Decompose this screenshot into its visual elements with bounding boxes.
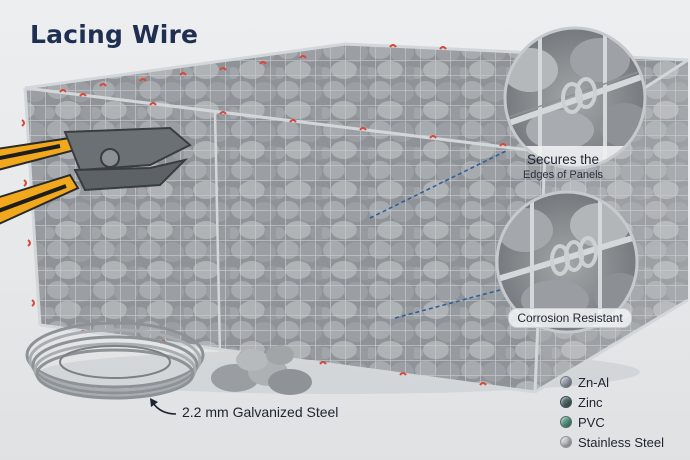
pliers-illustration <box>0 126 192 225</box>
lacing-ties <box>21 44 507 386</box>
legend-dot-icon <box>560 436 572 448</box>
legend-dot-icon <box>560 376 572 388</box>
legend-label: Stainless Steel <box>578 434 664 450</box>
zoom-detail-corrosion <box>495 190 639 334</box>
wire-coil-illustration <box>25 321 205 400</box>
curved-arrow-head <box>150 398 158 407</box>
legend-dot-icon <box>560 416 572 428</box>
page-title: Lacing Wire <box>30 20 199 49</box>
legend-dot-icon <box>560 396 572 408</box>
callout-corrosion: Corrosion Resistant <box>508 308 632 328</box>
finish-legend: Zn-Al Zinc PVC Stainless Steel <box>560 372 685 452</box>
callout-edges-line1: Secures the <box>526 152 600 167</box>
callout-edges-line2: Edges of Panels <box>522 169 604 181</box>
curved-arrow-icon <box>152 402 177 415</box>
legend-label: Zinc <box>578 394 603 410</box>
wire-spec-label: 2.2 mm Galvanized Steel <box>182 404 339 420</box>
callout-edges: Secures the Edges of Panels <box>508 152 618 182</box>
legend-item-pvc: PVC <box>560 412 685 432</box>
leader-line-edges <box>369 149 509 219</box>
legend-item-zn-al: Zn-Al <box>560 372 685 392</box>
legend-label: Zn-Al <box>578 374 610 390</box>
legend-item-zinc: Zinc <box>560 392 685 412</box>
legend-label: PVC <box>578 414 605 430</box>
stone-pile-illustration <box>211 345 312 395</box>
legend-item-stainless-steel: Stainless Steel <box>560 432 685 452</box>
